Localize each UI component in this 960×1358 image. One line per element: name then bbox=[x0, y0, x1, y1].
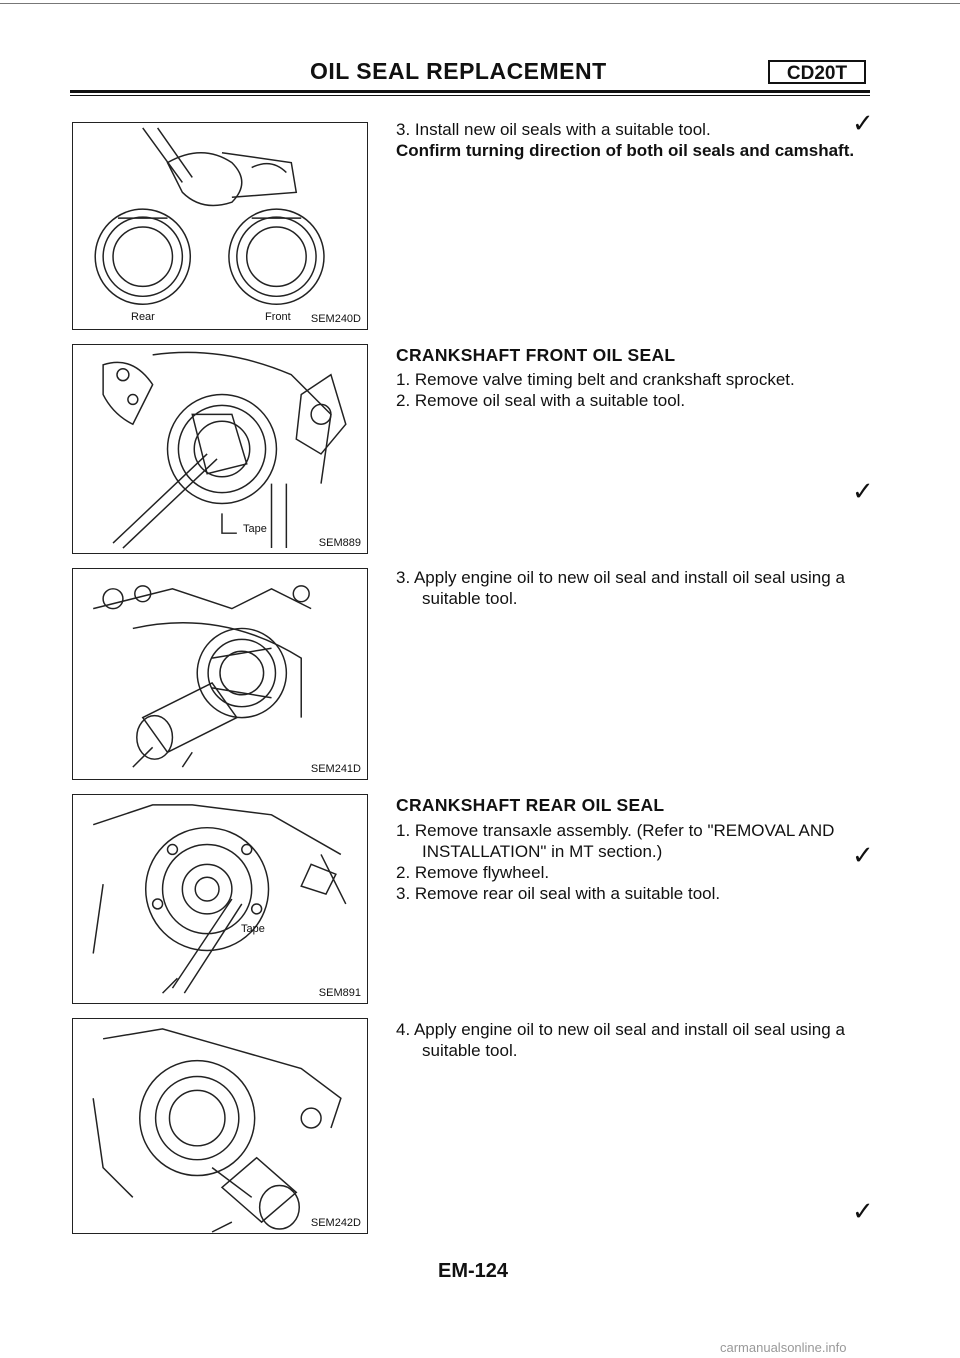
camshaft-seals-illustration bbox=[94, 127, 325, 305]
figure-rear-seal-install: SEM242D bbox=[72, 1018, 368, 1234]
rear-seal-removal-illustration bbox=[92, 804, 347, 994]
title-rule bbox=[70, 90, 870, 93]
front-step-1: 1. Remove valve timing belt and cranksha… bbox=[396, 370, 795, 389]
watermark: carmanualsonline.info bbox=[720, 1340, 847, 1355]
page-title: OIL SEAL REPLACEMENT bbox=[310, 58, 607, 84]
check-mark-icon: ✓ bbox=[852, 108, 874, 138]
figure-code: SEM889 bbox=[318, 537, 361, 549]
front-seal-removal-illustration bbox=[102, 351, 347, 549]
top-border bbox=[0, 3, 960, 4]
check-mark-icon: ✓ bbox=[852, 840, 874, 870]
figure-code: SEM240D bbox=[310, 313, 361, 325]
rear-step-4-line-1: 4. Apply engine oil to new oil seal and … bbox=[396, 1020, 845, 1039]
rear-step-1-line-2: INSTALLATION" in MT section.) bbox=[422, 842, 663, 861]
front-step-3-line-2: suitable tool. bbox=[422, 589, 518, 608]
heading-front-oil-seal: CRANKSHAFT FRONT OIL SEAL bbox=[396, 345, 676, 365]
heading-rear-oil-seal: CRANKSHAFT REAR OIL SEAL bbox=[396, 795, 665, 815]
figure-front-seal-removal: Tape SEM889 bbox=[72, 344, 368, 554]
front-step-2: 2. Remove oil seal with a suitable tool. bbox=[396, 391, 686, 410]
figure-rear-seal-removal: Tape SEM891 bbox=[72, 794, 368, 1004]
figure-camshaft-seals: Rear Front SEM240D bbox=[72, 122, 368, 330]
camshaft-step-3: 3. Install new oil seals with a suitable… bbox=[396, 120, 711, 139]
rear-step-4-line-2: suitable tool. bbox=[422, 1041, 518, 1060]
camshaft-note: Confirm turning direction of both oil se… bbox=[396, 141, 855, 160]
figure-code: SEM241D bbox=[310, 763, 361, 775]
rear-step-3: 3. Remove rear oil seal with a suitable … bbox=[396, 884, 721, 903]
title-rule-thin bbox=[70, 95, 870, 96]
page-number: EM-124 bbox=[438, 1260, 509, 1282]
figure-code: SEM891 bbox=[318, 987, 361, 999]
rear-step-2: 2. Remove flywheel. bbox=[396, 863, 550, 882]
label-rear: Rear bbox=[131, 311, 155, 323]
check-mark-icon: ✓ bbox=[852, 476, 874, 506]
label-tape: Tape bbox=[243, 523, 267, 535]
figure-front-seal-install: SEM241D bbox=[72, 568, 368, 780]
front-step-3-line-1: 3. Apply engine oil to new oil seal and … bbox=[396, 568, 845, 587]
label-tape: Tape bbox=[241, 923, 265, 935]
engine-badge: CD20T bbox=[768, 60, 866, 84]
check-mark-icon: ✓ bbox=[852, 1196, 874, 1226]
rear-step-1-line-1: 1. Remove transaxle assembly. (Refer to … bbox=[396, 821, 835, 840]
figure-code: SEM242D bbox=[310, 1217, 361, 1229]
front-seal-install-illustration bbox=[93, 585, 312, 768]
rear-seal-install-illustration bbox=[92, 1028, 342, 1233]
label-front: Front bbox=[265, 311, 291, 323]
